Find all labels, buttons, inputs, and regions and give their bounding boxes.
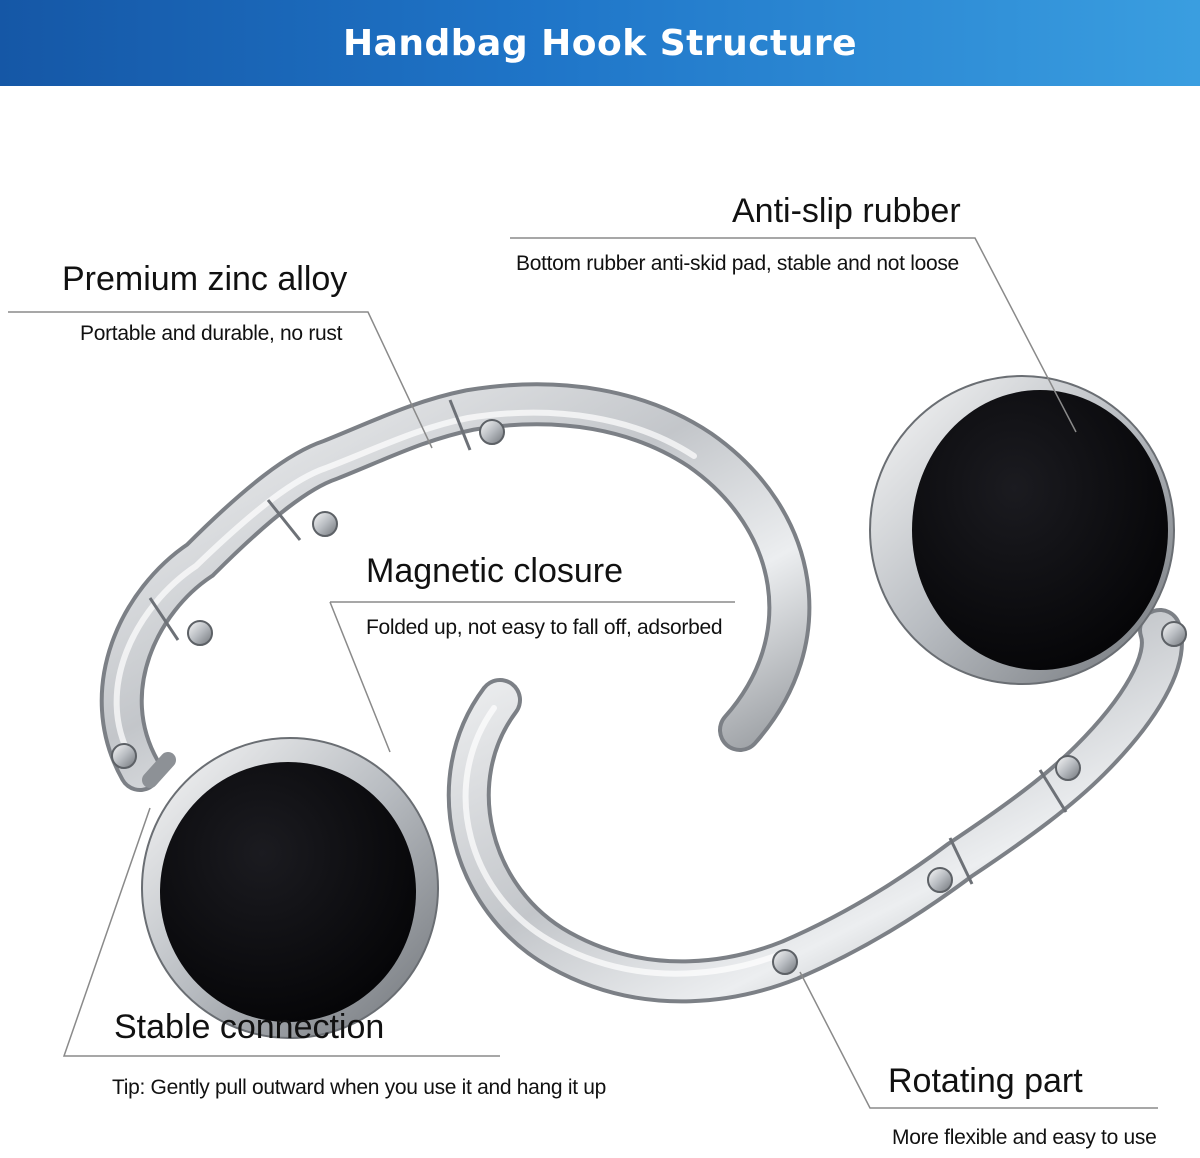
- magnetic-closure-heading: Magnetic closure: [366, 552, 624, 590]
- page-title: Handbag Hook Structure: [342, 22, 858, 64]
- rotating-part-description: More flexible and easy to use: [892, 1126, 1157, 1149]
- right-disc: [869, 375, 1175, 685]
- title-banner: Handbag Hook Structure: [0, 0, 1200, 86]
- left-hook-chain: [99, 382, 812, 792]
- stable-connection-description: Tip: Gently pull outward when you use it…: [112, 1076, 607, 1099]
- right-hook-chain: [446, 608, 1184, 1004]
- magnetic-closure-description: Folded up, not easy to fall off, adsorbe…: [366, 616, 723, 639]
- left-disc: [141, 737, 439, 1039]
- anti-slip-rubber-heading: Anti-slip rubber: [732, 192, 961, 230]
- stable-connection-heading: Stable connection: [114, 1008, 385, 1046]
- anti-slip-rubber-description: Bottom rubber anti-skid pad, stable and …: [516, 252, 959, 275]
- zinc-alloy-heading: Premium zinc alloy: [62, 260, 348, 298]
- leader-lines: [8, 237, 1158, 1109]
- rotating-part-heading: Rotating part: [888, 1062, 1083, 1100]
- zinc-alloy-description: Portable and durable, no rust: [80, 322, 343, 345]
- hinge-pins: [111, 419, 1187, 975]
